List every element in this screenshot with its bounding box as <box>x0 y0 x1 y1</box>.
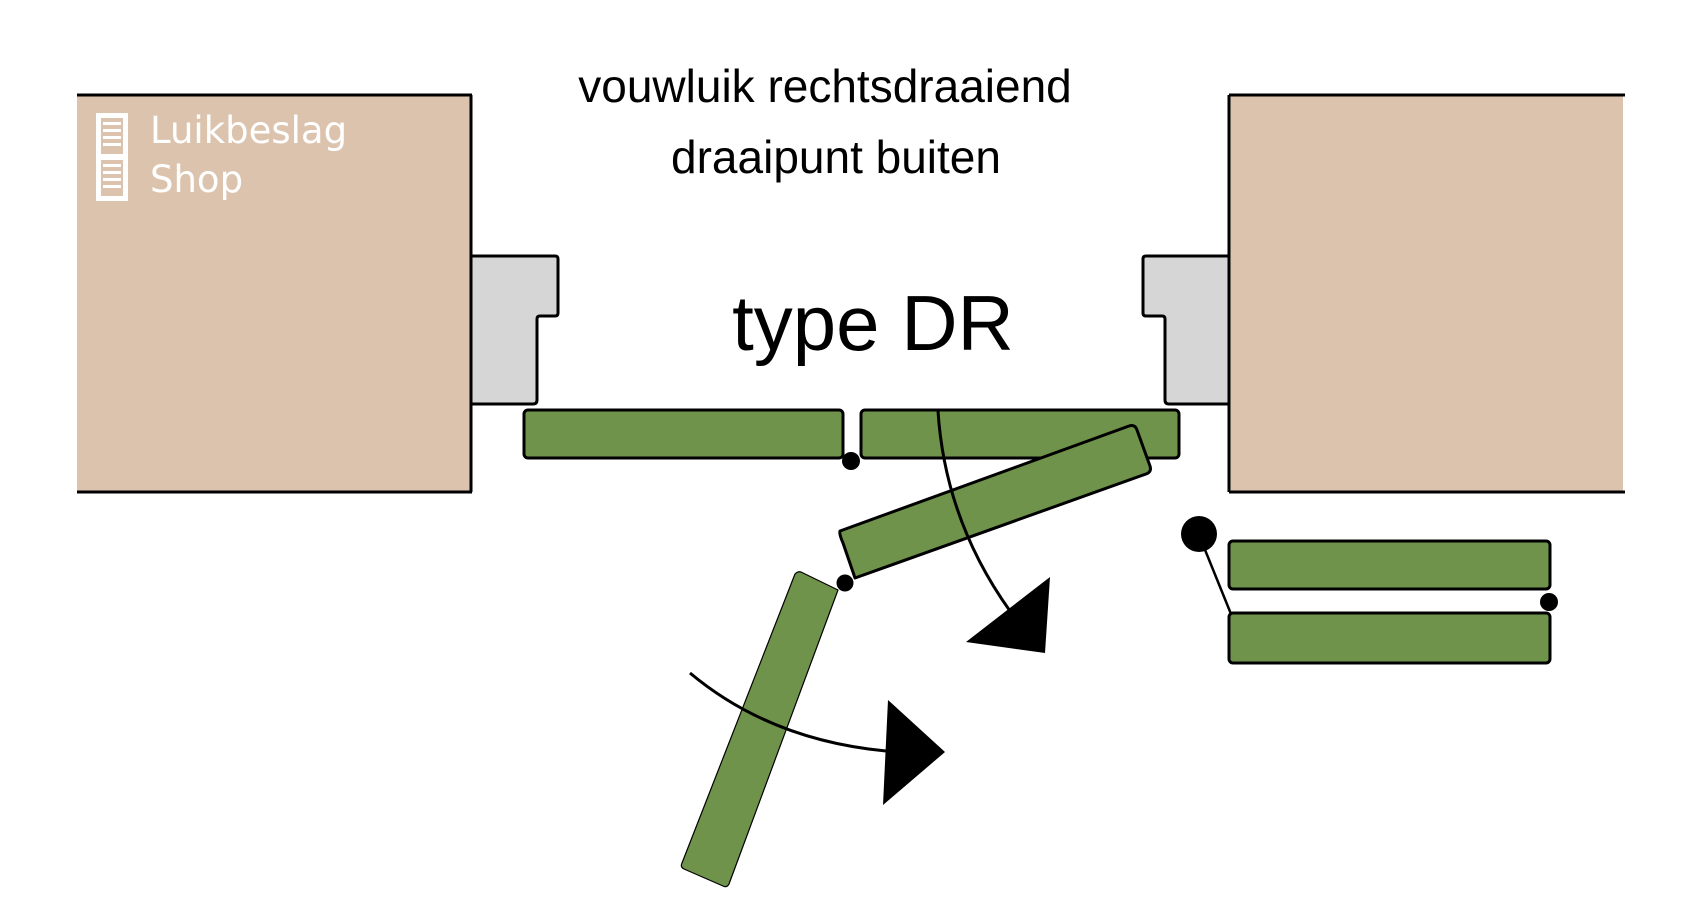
folded-panels <box>1181 516 1558 665</box>
swinging-panel-upper <box>838 424 1152 580</box>
shutter-icon <box>96 113 128 201</box>
logo-text-line-1: Luikbeslag <box>150 109 347 152</box>
folded-panels-hinge <box>1540 593 1558 611</box>
left-wall <box>77 93 473 494</box>
closed-panel-left <box>522 408 845 460</box>
logo-text-line-2: Shop <box>150 158 243 201</box>
luikbeslag-shop-logo: Luikbeslag Shop <box>96 109 347 201</box>
folded-panel-top <box>1227 539 1552 591</box>
rotation-arrow-upper <box>936 410 1050 653</box>
left-window-frame <box>469 254 560 406</box>
right-window-frame <box>1141 254 1231 406</box>
folded-panel-bottom <box>1227 611 1552 665</box>
swinging-panel-lower <box>680 571 839 888</box>
rotation-arrow-lower <box>689 671 945 805</box>
closed-panels-hinge <box>842 452 860 470</box>
right-wall <box>1227 93 1625 494</box>
swinging-panels-hinge <box>836 574 854 592</box>
diagram-title-line-2: draaipunt buiten <box>671 131 1001 183</box>
diagram-title-line-1: vouwluik rechtsdraaiend <box>578 60 1072 112</box>
type-label: type DR <box>732 279 1014 367</box>
outer-pivot-hinge <box>1181 516 1217 552</box>
